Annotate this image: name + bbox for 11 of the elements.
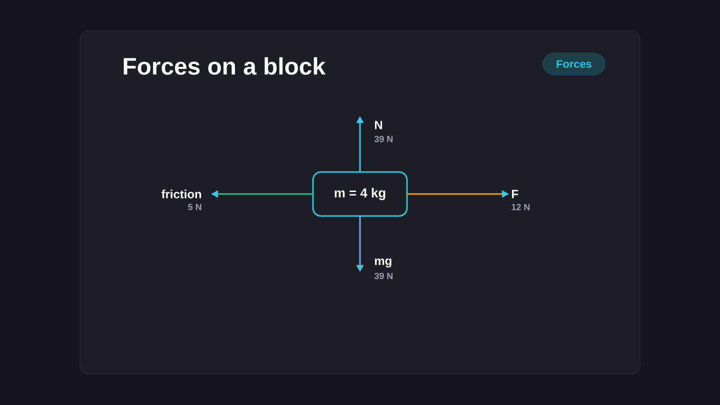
force-label: friction — [162, 190, 202, 198]
force-magnitude: 39 N — [374, 136, 393, 142]
force-label: N — [375, 120, 382, 130]
force-label: mg — [374, 258, 392, 268]
force-magnitude: 39 N — [374, 272, 393, 280]
force-label: F — [512, 190, 518, 198]
title: Forces on a block — [124, 57, 326, 75]
force-magnitude: 5 N — [188, 204, 202, 210]
force-magnitude: 12 N — [512, 204, 530, 210]
mass-block: m = 4 kg — [312, 171, 408, 217]
tag-badge: Forces — [542, 52, 606, 76]
